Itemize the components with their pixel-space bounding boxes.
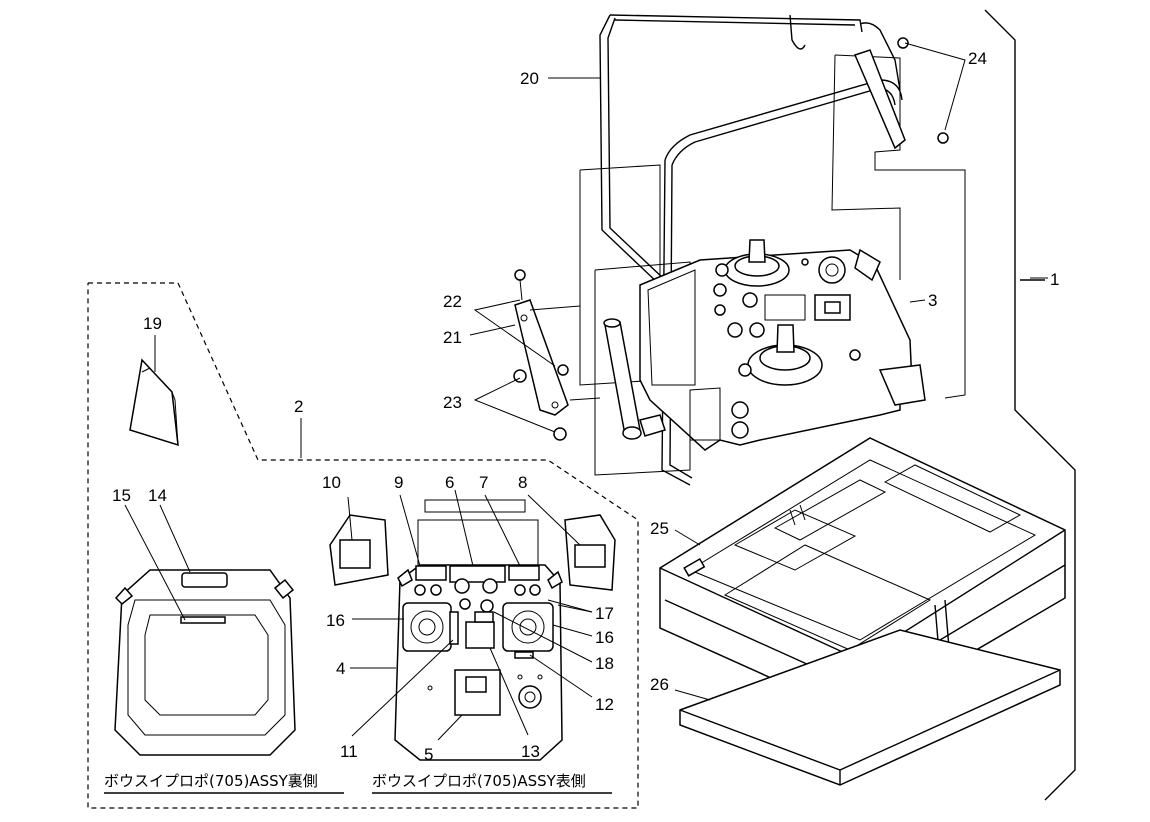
transmitter-back-view [114, 569, 296, 756]
transmitter-front-view [329, 499, 616, 761]
callout-17: 17 [595, 604, 614, 623]
assembly-bracket-1 [984, 9, 1076, 801]
caption-back-view: ボウスイプロポ(705)ASSY裏側 [104, 772, 318, 790]
callout-16-right: 16 [595, 628, 614, 647]
small-bracket-and-screws [513, 269, 601, 441]
callout-15: 15 [112, 486, 131, 505]
callout-25: 25 [650, 519, 669, 538]
caption-front-view: ボウスイプロポ(705)ASSY表側 [372, 772, 586, 790]
callout-16-left: 16 [326, 611, 345, 630]
base-plate [679, 629, 1061, 786]
callout-6: 6 [445, 473, 454, 492]
callout-22: 22 [443, 292, 462, 311]
callout-3: 3 [928, 291, 937, 310]
callout-8: 8 [518, 473, 527, 492]
callout-5: 5 [424, 745, 433, 764]
leader-lines [124, 42, 1048, 741]
callout-14: 14 [148, 486, 167, 505]
view-captions: ボウスイプロポ(705)ASSY裏側 ボウスイプロポ(705)ASSY表側 [104, 772, 612, 794]
callout-11: 11 [340, 742, 358, 761]
callout-7: 7 [479, 473, 488, 492]
mounting-bracket [853, 37, 949, 150]
callout-10: 10 [322, 473, 341, 492]
instruction-manual [129, 358, 179, 447]
callout-19: 19 [143, 314, 162, 333]
callout-21: 21 [443, 328, 462, 347]
transmitter-unit [639, 239, 926, 451]
callout-20: 20 [520, 69, 539, 88]
callout-23: 23 [443, 393, 462, 412]
callout-1: 1 [1050, 270, 1059, 289]
callout-labels: 1 2 3 4 5 6 7 8 9 10 11 12 13 14 15 16 1… [112, 49, 1059, 764]
antenna [603, 318, 666, 440]
callout-2: 2 [294, 397, 303, 416]
transmitter-stand-frame [599, 14, 903, 486]
callout-24: 24 [968, 49, 987, 68]
callout-12: 12 [595, 695, 614, 714]
callout-4: 4 [336, 659, 345, 678]
callout-26: 26 [650, 675, 669, 694]
callout-9: 9 [394, 473, 403, 492]
callout-18: 18 [595, 654, 614, 673]
callout-13: 13 [521, 742, 540, 761]
